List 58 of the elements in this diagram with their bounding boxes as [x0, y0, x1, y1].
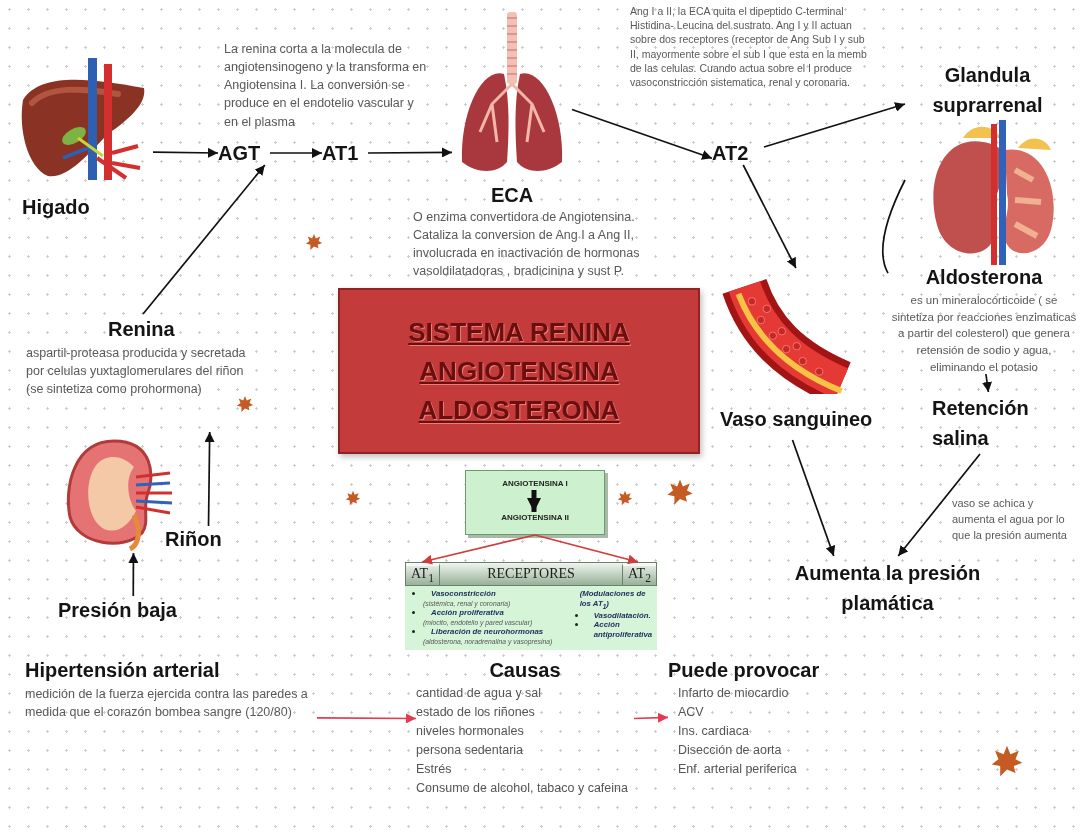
list-item: cantidad de agua y sal — [416, 685, 543, 702]
concept-label: Higado — [22, 195, 91, 220]
concept-label: Aumenta la presión plamática — [780, 556, 995, 620]
list-item: Ins. cardiaca — [677, 723, 750, 740]
heading-text: Renina — [107, 317, 176, 342]
note-text: La renina corta a la molecula de angiotensinogeno y la transforma en Angiotensina I. La conversión se produce en el endotelio vascular y en el plasma — [224, 41, 428, 131]
arrow — [742, 164, 797, 269]
heading-text: Causas — [489, 658, 561, 683]
arrow — [791, 439, 836, 557]
arrow — [128, 552, 139, 597]
concept-label: AT2 — [712, 141, 764, 165]
arrow — [897, 453, 981, 557]
arrow — [763, 102, 906, 148]
heading-text: Hipertensión arterial — [25, 658, 221, 683]
list-item: Disección de aorta — [677, 742, 783, 759]
box-label: ANGIOTENSINA I — [466, 479, 604, 491]
description-text: aspartil-proteasa producida y secretada por celulas yuxtaglomerulares del riñon (se sintetiza como prohormona) — [26, 345, 247, 399]
angiotensin-box — [465, 470, 605, 535]
box-label: ANGIOTENSINA II — [466, 513, 604, 525]
list-item: Infarto de miocardio — [677, 685, 790, 702]
arrow — [534, 534, 639, 565]
arrow — [527, 490, 541, 512]
arrow — [633, 712, 669, 723]
concept-label: Vaso sanguineo — [720, 407, 874, 432]
concept-label: Retención salina — [932, 392, 1052, 454]
concept-label: Glandula suprarrenal — [931, 63, 1044, 118]
arrow — [316, 713, 417, 724]
description-text: O enzima convertidora de Angiotensina. Cataliza la conversion de Ang I a Ang II, involucrada en inactivación de hormonas vasoldilatadoras , bradicinina y sust P. — [413, 209, 641, 281]
list-item: Enf. arterial periferica — [677, 761, 798, 778]
concept-label: Riñon — [165, 526, 229, 552]
note-text: Ang I a II, la ECA quita el dipeptido C-terminal Histidina- Leucina del sustrato. Ang I y II actuan sobre dos receptores (receptor de Ang Sub I y sub II, mayormente sobre el sub I que esta en la memb de las celulas. Cuando actua sobre el I produce vasoconstricción sistematica, renal y coronaria. — [630, 4, 868, 90]
receptor-bar — [405, 562, 657, 586]
concept-label: ECA — [489, 183, 535, 208]
list-item: persona sedentaria — [416, 742, 525, 759]
arrow — [421, 534, 536, 565]
list-item: Estrés — [416, 761, 453, 778]
arrow — [982, 373, 992, 393]
title-text: SISTEMA RENINA ANGIOTENSINA ALDOSTERONA — [407, 315, 631, 427]
arrow — [204, 431, 215, 527]
list-item: niveles hormonales — [416, 723, 525, 740]
description-text: es un mineralocórticoide ( se sintetiza por reacciones enzimaticas a partir del colesterol) que genera retensión de sodio y agua, eliminando el potasio — [890, 293, 1078, 375]
heading-text: Puede provocar — [668, 658, 820, 683]
arrow — [142, 164, 266, 315]
concept-label: AGT — [218, 141, 270, 165]
heading-text: Aldosterona — [924, 265, 1044, 290]
arrow — [367, 147, 453, 158]
bar-label: RECEPTORES — [487, 566, 575, 582]
connector-line — [881, 179, 906, 275]
concept-label: Presión baja — [58, 596, 200, 624]
list-item: ACV — [677, 704, 705, 721]
list-item: estado de los riñones — [416, 704, 536, 721]
description-text: medición de la fuerza ejercida contra las paredes a medida que el corazón bombea sangre (120/80) — [25, 686, 309, 722]
title-box — [338, 288, 700, 454]
concept-label: AT1 — [322, 141, 368, 165]
list-item: Consumo de alcohol, tabaco y cafeina — [416, 780, 629, 797]
edge-label: vaso se achica y aumenta el agua por lo que la presión aumenta — [952, 496, 1078, 544]
arrow — [269, 148, 323, 158]
arrow — [571, 108, 713, 160]
